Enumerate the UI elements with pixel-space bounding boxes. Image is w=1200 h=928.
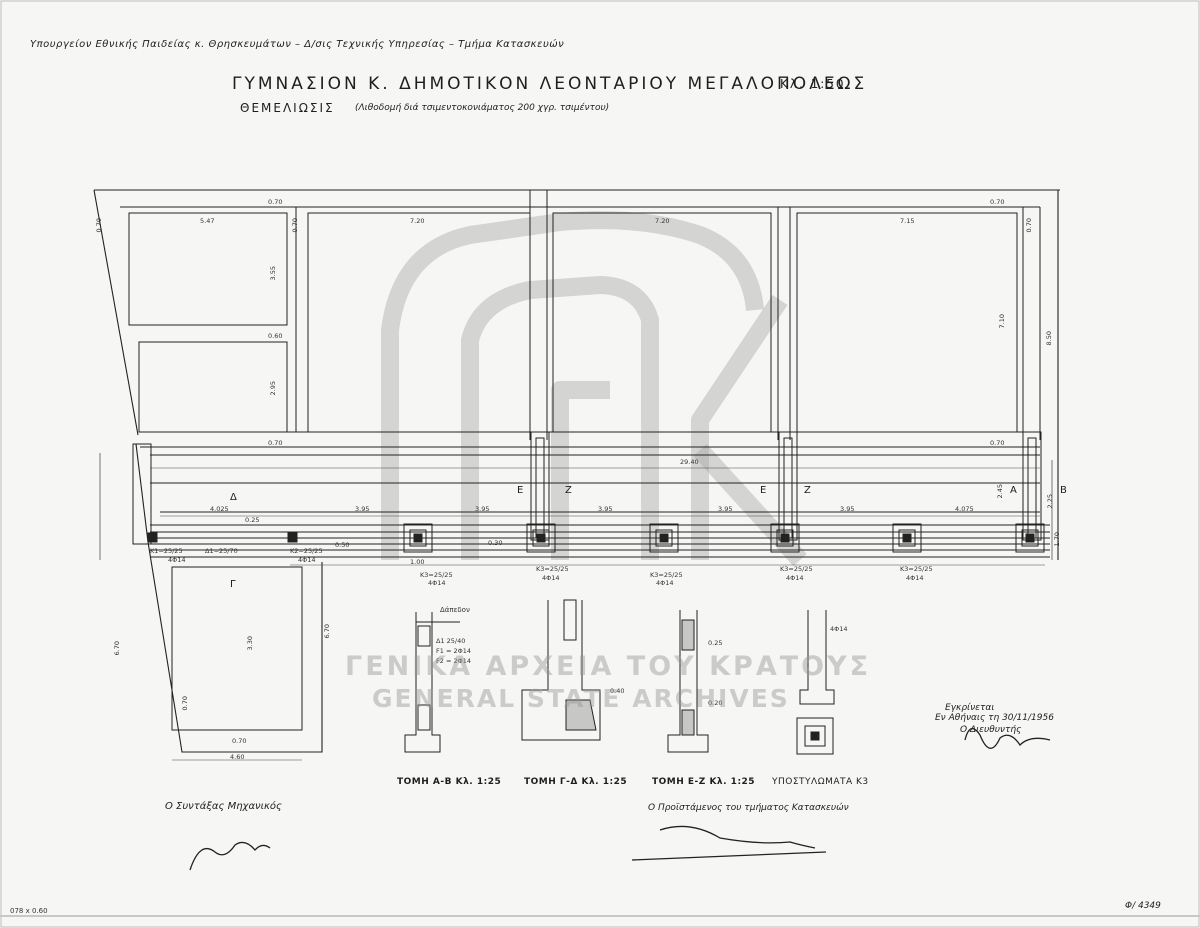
approval-place: Εν Αθήναις τη 30/11/1956	[935, 713, 1054, 723]
rebar-label: 4Φ14	[168, 556, 186, 564]
wall-dim: 0.70	[268, 198, 283, 206]
section-caption: ΤΟΜΗ Ε-Ζ Κλ. 1:25	[652, 777, 756, 787]
rebar-label: 4Φ14	[428, 579, 446, 587]
archive-logo-watermark	[381, 211, 807, 567]
small-dim: 0.70	[232, 737, 247, 745]
bay-dim: 4.025	[210, 505, 229, 513]
watermark-greek: ΓΕΝΙΚΑ ΑΡΧΕΙΑ ΤΟΥ ΚΡΑΤΟΥΣ	[345, 651, 872, 682]
ministry-header: Υπουργείον Εθνικής Παιδείας κ. Θρησκευμά…	[30, 39, 565, 50]
small-dim: 2.45	[995, 484, 1004, 499]
sheet-size: 078 x 0.60	[10, 907, 48, 915]
section-mark: Ζ	[804, 485, 811, 496]
rebar-label: 4Φ14	[298, 556, 316, 564]
wall-dim: 0.70	[290, 218, 299, 233]
rebar-label: 4Φ14	[786, 574, 804, 582]
rebar-label: 4Φ14	[542, 574, 560, 582]
section-note: 0.40	[610, 687, 625, 695]
height-dim: 8.50	[1044, 331, 1053, 346]
section-mark: Ε	[760, 485, 767, 496]
section-caption: ΤΟΜΗ Α-Β Κλ. 1:25	[397, 777, 502, 787]
section-note: 0.20	[708, 699, 723, 707]
section-caption: ΥΠΟΣΤΥΛΩΜΑΤΑ Κ3	[772, 777, 869, 787]
small-dim: 0.25	[245, 516, 260, 524]
section-mark: Γ	[230, 579, 236, 590]
signature-marks	[189, 728, 1051, 871]
section-caption: ΤΟΜΗ Γ-Δ Κλ. 1:25	[524, 777, 628, 787]
column-label: K1=25/25	[150, 547, 183, 555]
drawing-subtitle: ΘΕΜΕΛΙΩΣΙΣ	[240, 101, 335, 115]
height-dim: 2.95	[268, 381, 277, 396]
approval-by: Ο Διευθυντής	[960, 725, 1022, 735]
column-label: K2=25/25	[290, 547, 323, 555]
wall-dim: 0.70	[94, 218, 103, 233]
height-dim: 3.55	[268, 266, 277, 281]
section-note: 4Φ14	[830, 625, 848, 633]
wall-dim: 0.60	[268, 332, 283, 340]
archive-number: Φ/ 4349	[1125, 901, 1161, 911]
wall-dim: 0.70	[990, 198, 1005, 206]
bay-dim: 4.075	[955, 505, 974, 513]
rebar-label: 4Φ14	[906, 574, 924, 582]
section-mark: Β	[1060, 485, 1067, 496]
small-dim: 2.25	[1045, 494, 1054, 509]
section-note: 0.25	[708, 639, 723, 647]
section-note: Δ1 25/40	[436, 637, 466, 645]
foundation-beam-lines	[99, 453, 1053, 560]
column-label: K3=25/25	[536, 565, 569, 573]
column-label: K3=25/25	[650, 571, 683, 579]
rooms	[128, 190, 1041, 731]
bottom-room-dim: 4.60	[230, 753, 245, 761]
designer-title: Ο Συντάξας Μηχανικός	[165, 801, 282, 812]
slab-label: Δάπεδον	[440, 606, 470, 614]
wall-dim: 0.70	[990, 439, 1005, 447]
height-dim: 3.30	[245, 636, 254, 651]
room-dim: 7.15	[900, 217, 915, 225]
small-dim: 0.30	[488, 539, 503, 547]
section-drawings	[404, 599, 835, 755]
column-label: K3=25/25	[900, 565, 933, 573]
wall-dim: 0.70	[1024, 218, 1033, 233]
footing-dim: 1.00	[410, 558, 425, 566]
drawing-title: ΓΥΜΝΑΣΙΟΝ Κ. ΔΗΜΟΤΙΚΟΝ ΛΕΟΝΤΑΡΙΟΥ ΜΕΓΑΛΟ…	[232, 74, 868, 94]
section-mark: Α	[1010, 485, 1017, 496]
bay-dim: 3.95	[355, 505, 370, 513]
section-note: F2 = 2Φ14	[436, 657, 471, 665]
section-mark: Ζ	[565, 485, 572, 496]
bay-dim: 3.95	[718, 505, 733, 513]
chief-title: Ο Προϊστάμενος του τμήματος Κατασκευών	[648, 803, 849, 813]
small-dim: 0.70	[180, 696, 189, 711]
bay-dim: 3.95	[598, 505, 613, 513]
height-dim: 6.70	[112, 641, 121, 656]
room-dim: 5.47	[200, 217, 215, 225]
drawing-scale: Κλ. 1:50	[780, 77, 846, 91]
column-footings	[147, 523, 1045, 553]
vertical-column-strips	[132, 431, 1042, 545]
bay-dim: 3.95	[840, 505, 855, 513]
small-dim: 0.50	[335, 541, 350, 549]
column-label: K3=25/25	[420, 571, 453, 579]
height-dim: 7.10	[997, 314, 1006, 329]
column-label: K3=25/25	[780, 565, 813, 573]
section-note: F1 = 2Φ14	[436, 647, 471, 655]
corridor-length: 29.40	[680, 458, 699, 466]
height-dim: 6.70	[322, 624, 331, 639]
dimension-lines	[150, 467, 1045, 761]
beam-label: Δ1=25/70	[205, 547, 238, 555]
small-dim: 1.70	[1052, 532, 1061, 547]
section-mark: Δ	[230, 492, 237, 503]
section-mark: Ε	[517, 485, 524, 496]
room-dim: 7.20	[655, 217, 670, 225]
subtitle-note: (Λιθοδομή διά τσιμεντοκονιάματος 200 χγρ…	[355, 103, 610, 113]
watermark-english: GENERAL STATE ARCHIVES	[372, 684, 790, 713]
bay-dim: 3.95	[475, 505, 490, 513]
room-dim: 7.20	[410, 217, 425, 225]
approval-label: Εγκρίνεται	[945, 703, 995, 713]
wall-dim: 0.70	[268, 439, 283, 447]
plan-outline	[93, 189, 1060, 753]
rebar-label: 4Φ14	[656, 579, 674, 587]
